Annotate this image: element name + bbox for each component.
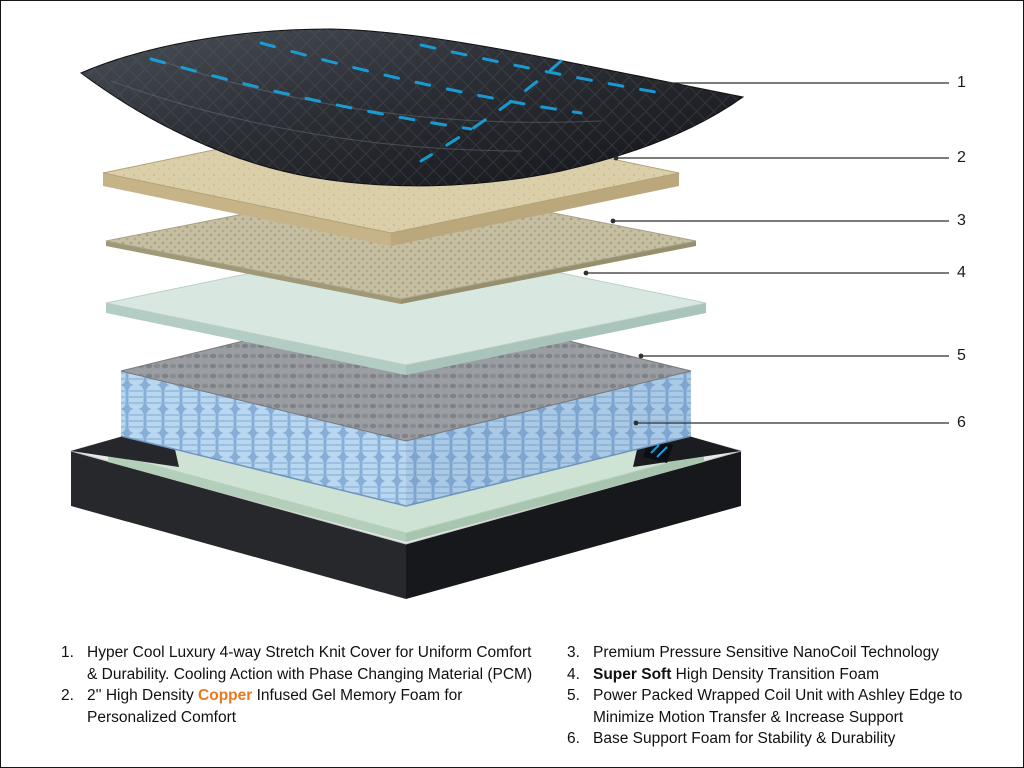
callout-lines — [586, 82, 949, 424]
legend-item-1: 1. Hyper Cool Luxury 4-way Stretch Knit … — [61, 642, 541, 685]
super-soft-highlight: Super Soft — [593, 665, 672, 683]
callout-number-2: 2 — [957, 149, 966, 166]
callout-number-1: 1 — [957, 74, 966, 91]
legend-item-5-text: Power Packed Wrapped Coil Unit with Ashl… — [593, 687, 963, 726]
callout-number-3: 3 — [957, 212, 966, 229]
legend-item-3-number: 3. — [567, 644, 580, 661]
legend-item-2-text: 2'' High Density Copper Infused Gel Memo… — [87, 685, 541, 728]
copper-highlight: Copper — [198, 687, 253, 704]
legend-item-2-number: 2. — [61, 687, 74, 704]
knit-cover-layer — [80, 28, 745, 187]
legend-item-4-rest: High Density Transition Foam — [671, 665, 879, 683]
legend-item-4-text: Super Soft High Density Transition Foam — [593, 664, 981, 686]
legend-item-1-text: Hyper Cool Luxury 4-way Stretch Knit Cov… — [87, 644, 533, 683]
legend-right-column: 3. Premium Pressure Sensitive NanoCoil T… — [567, 642, 981, 750]
exploded-view-illustration — [69, 28, 949, 599]
legend-item-5-number: 5. — [567, 687, 580, 704]
legend-item-3-text: Premium Pressure Sensitive NanoCoil Tech… — [593, 644, 940, 661]
legend-item-6-text: Base Support Foam for Stability & Durabi… — [593, 730, 896, 747]
legend-item-4: 4. Super Soft High Density Transition Fo… — [567, 664, 981, 686]
legend-item-2-prefix: 2'' High Density — [87, 687, 199, 704]
legend-item-6-number: 6. — [567, 730, 580, 747]
legend-item-5: 5. Power Packed Wrapped Coil Unit with A… — [567, 685, 981, 728]
legend-item-3: 3. Premium Pressure Sensitive NanoCoil T… — [567, 642, 981, 664]
legend-item-1-number: 1. — [61, 644, 74, 661]
legend-item-6: 6. Base Support Foam for Stability & Dur… — [567, 728, 981, 750]
legend-left-column: 1. Hyper Cool Luxury 4-way Stretch Knit … — [61, 642, 541, 728]
callout-number-4: 4 — [957, 264, 966, 281]
cover-blue-accents — [149, 41, 663, 163]
callout-dots — [583, 80, 659, 426]
callout-number-6: 6 — [957, 414, 966, 431]
callout-number-5: 5 — [957, 347, 966, 364]
legend-item-4-number: 4. — [567, 665, 580, 683]
legend-item-2: 2. 2'' High Density Copper Infused Gel M… — [61, 685, 541, 728]
legend-item-2-suffix: Infused Gel Memory Foam for Personalized… — [87, 687, 463, 726]
